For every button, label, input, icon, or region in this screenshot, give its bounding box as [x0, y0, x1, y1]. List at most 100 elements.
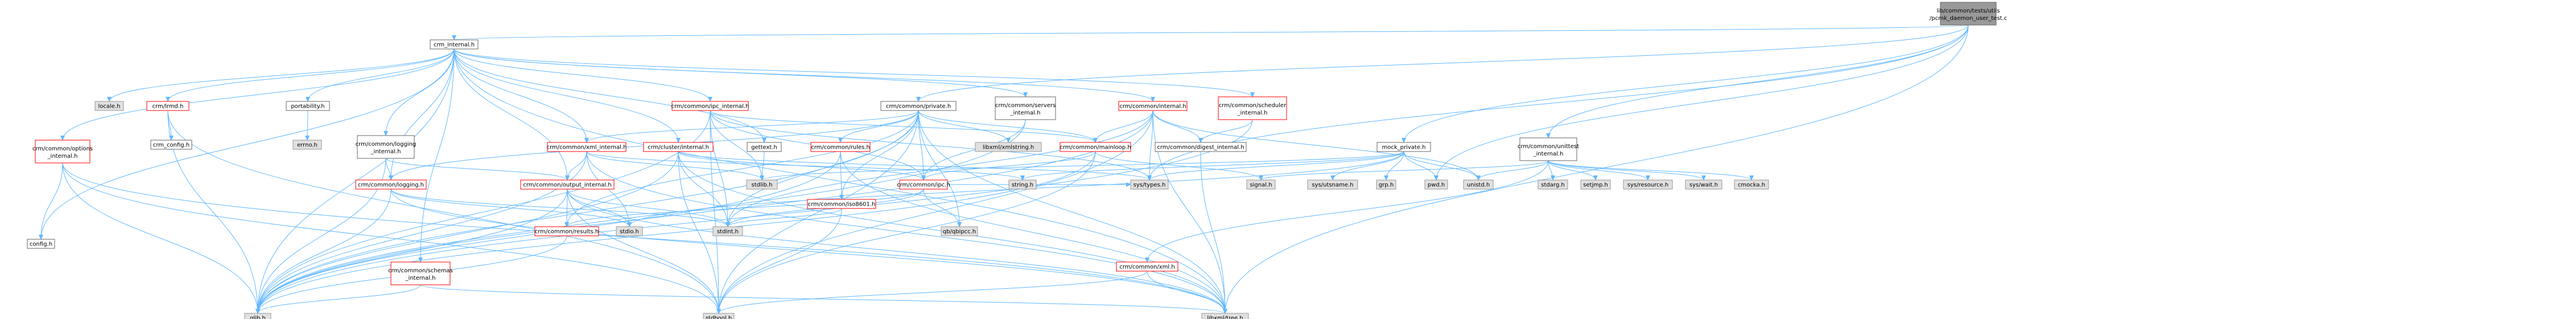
node-digest-int[interactable]: crm/common/digest_internal.h: [1155, 142, 1247, 152]
edge-root-to-crm-internal: [452, 24, 1969, 40]
node-xml-int[interactable]: crm/common/xml_internal.h: [547, 142, 627, 152]
node-options-int[interactable]: crm/common/options_internal.h: [32, 140, 93, 163]
node-label: crm/common/ipc_internal.h: [671, 104, 749, 110]
edge-digest-int-to-libxml-tree: [1200, 151, 1227, 314]
node-label: string.h: [1012, 182, 1033, 189]
node-grp[interactable]: grp.h: [1376, 179, 1396, 190]
edge-xml-int-to-output-int: [565, 151, 587, 181]
node-stdarg[interactable]: stdarg.h: [1538, 179, 1568, 190]
node-logging-int[interactable]: crm/common/logging_internal.h: [356, 135, 417, 159]
node-rules[interactable]: crm/common/rules.h: [810, 142, 871, 152]
node-cluster-int[interactable]: crm/cluster/internal.h: [643, 142, 714, 152]
edge-crm-internal-to-libxml-tree: [454, 48, 1227, 314]
node-stdbool[interactable]: stdbool.h: [703, 313, 735, 319]
node-gettext[interactable]: gettext.h: [747, 142, 782, 152]
node-errno[interactable]: errno.h: [292, 140, 322, 150]
edge-unittest-int-to-syswait: [1548, 160, 1706, 181]
node-locale[interactable]: locale.h: [94, 101, 124, 111]
node-label: config.h: [30, 242, 52, 248]
edge-crm-internal-to-ipc-int: [454, 48, 712, 102]
node-sched-int[interactable]: crm/common/scheduler_internal.h: [1218, 96, 1287, 120]
edge-output-int-to-stdint: [567, 189, 730, 227]
node-label: crm/common/iso8601.h: [808, 202, 876, 208]
node-label: crm/common/options_internal.h: [32, 146, 93, 160]
edge-crm-internal-to-portability: [306, 48, 455, 102]
node-label: qb/qbipcc.h: [943, 229, 976, 235]
node-label: gettext.h: [751, 145, 777, 151]
node-label: crm/common/logging.h: [358, 182, 424, 189]
node-common-int[interactable]: crm/common/internal.h: [1118, 101, 1188, 111]
node-label: crm/common/servers_internal.h: [995, 103, 1056, 116]
edge-logging-to-glib: [255, 189, 391, 314]
node-label: crm_config.h: [153, 142, 189, 149]
edge-common-int-to-systypes: [1147, 110, 1153, 181]
edge-common-int-to-unistd: [1152, 110, 1481, 181]
node-crm-xml[interactable]: crm/common/xml.h: [1116, 261, 1178, 272]
node-servers-int[interactable]: crm/common/servers_internal.h: [995, 96, 1056, 120]
node-iso8601[interactable]: crm/common/iso8601.h: [807, 199, 876, 209]
edge-ipc-int-to-mainloop: [710, 110, 1098, 143]
node-syswait[interactable]: sys/wait.h: [1685, 179, 1722, 190]
node-crm-internal[interactable]: crm_internal.h: [430, 39, 479, 50]
node-logging[interactable]: crm/common/logging.h: [355, 179, 427, 190]
node-cmocka[interactable]: cmocka.h: [1734, 179, 1769, 190]
node-schemas-int[interactable]: crm/common/schemas_internal.h: [388, 261, 453, 285]
node-label: libxml/xmlstring.h: [983, 145, 1034, 151]
edge-schemas-int-to-glib: [255, 284, 421, 314]
node-crm-config[interactable]: crm_config.h: [150, 140, 192, 150]
edge-sched-int-to-glib: [255, 119, 1253, 314]
edge-root-to-pwd: [1434, 24, 1969, 181]
edge-unittest-int-to-unistd: [1476, 160, 1549, 181]
edge-mock-private-to-unistd: [1403, 151, 1481, 181]
node-stdlib[interactable]: stdlib.h: [746, 179, 778, 190]
node-unistd[interactable]: unistd.h: [1463, 179, 1494, 190]
node-label: mock_private.h: [1382, 145, 1425, 151]
edge-output-int-to-stdbool: [567, 189, 721, 314]
node-output-int[interactable]: crm/common/output_internal.h: [520, 179, 615, 190]
node-mock-private[interactable]: mock_private.h: [1376, 142, 1431, 152]
node-signal[interactable]: signal.h: [1246, 179, 1276, 190]
node-sysutsname[interactable]: sys/utsname.h: [1307, 179, 1358, 190]
node-ipc-int[interactable]: crm/common/ipc_internal.h: [671, 101, 749, 111]
edge-schemas-int-to-libxml-tree: [420, 284, 1227, 314]
node-string[interactable]: string.h: [1008, 179, 1037, 190]
node-box: [1685, 179, 1722, 190]
node-box: [286, 101, 330, 111]
node-label: crm/common/xml_internal.h: [547, 145, 627, 151]
node-box: [1519, 137, 1577, 161]
node-systypes[interactable]: sys/types.h: [1130, 179, 1169, 190]
node-glib[interactable]: glib.h: [244, 313, 271, 319]
edge-rules-to-libxml-tree: [840, 151, 1227, 314]
node-box: [671, 101, 749, 111]
node-pwd[interactable]: pwd.h: [1424, 179, 1448, 190]
node-common-private[interactable]: crm/common/private.h: [880, 101, 957, 111]
node-mainloop[interactable]: crm/common/mainloop.h: [1060, 142, 1131, 152]
node-sysresource[interactable]: sys/resource.h: [1623, 179, 1673, 190]
edge-crm-internal-to-schemas-int: [418, 48, 455, 263]
edge-iso8601-to-stdbool: [716, 208, 842, 314]
node-root[interactable]: lib/common/tests/utils/pcmk_daemon_user_…: [1930, 2, 2007, 26]
edge-crm-internal-to-xml-int: [454, 48, 589, 143]
node-label: lib/common/tests/utils/pcmk_daemon_user_…: [1930, 8, 2007, 22]
node-stdint[interactable]: stdint.h: [712, 226, 743, 236]
edge-ipc-int-to-systypes: [710, 110, 1152, 181]
node-config[interactable]: config.h: [27, 239, 55, 249]
node-setjmp[interactable]: setjmp.h: [1580, 179, 1611, 190]
node-qbipcc[interactable]: qb/qbipcc.h: [941, 226, 978, 236]
node-stdio[interactable]: stdio.h: [616, 226, 643, 236]
node-ipc[interactable]: crm/common/ipc.h: [897, 179, 950, 190]
edge-servers-int-to-glib: [255, 119, 1026, 314]
edge-mock-private-to-grp: [1384, 151, 1404, 181]
node-label: sys/resource.h: [1627, 182, 1668, 189]
node-label: setjmp.h: [1583, 182, 1608, 189]
edge-crm-xml-to-libxml-tree: [1147, 271, 1227, 314]
edge-cluster-int-to-stdint: [678, 151, 730, 227]
node-libxml-xmlstring[interactable]: libxml/xmlstring.h: [975, 142, 1042, 152]
node-results[interactable]: crm/common/results.h: [534, 226, 599, 236]
node-unittest-int[interactable]: crm/common/unittest_internal.h: [1518, 137, 1579, 161]
node-label: crm/common/logging_internal.h: [356, 141, 417, 155]
edge-unittest-int-to-crm-xml: [1145, 160, 1549, 263]
node-libxml-tree[interactable]: libxml/tree.h: [1201, 313, 1249, 319]
node-portability[interactable]: portability.h: [286, 101, 330, 111]
node-lrmd[interactable]: crm/lrmd.h: [146, 101, 189, 111]
